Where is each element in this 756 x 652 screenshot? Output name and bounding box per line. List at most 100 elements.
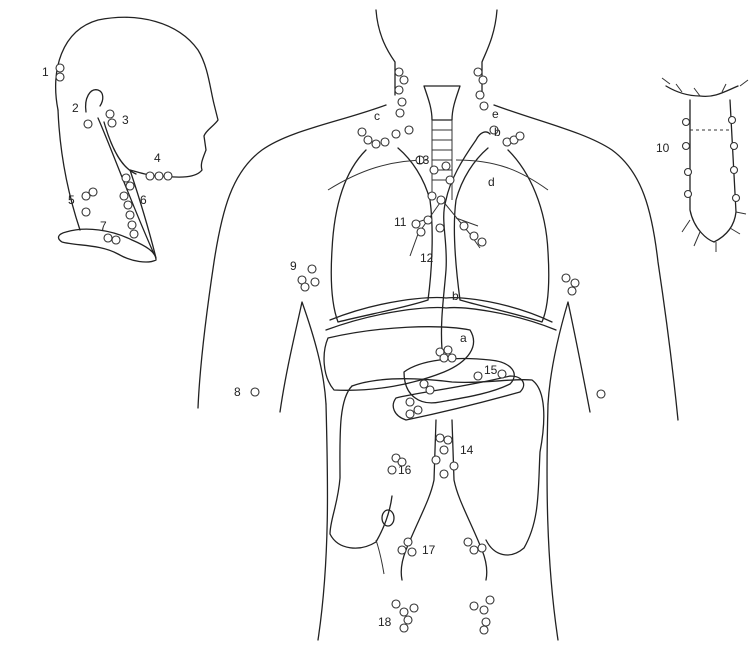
lymph-node-13-2 — [430, 166, 438, 174]
label-18: 18 — [378, 615, 392, 629]
label-e: e — [492, 107, 499, 121]
lymph-node-6-2 — [126, 182, 134, 190]
lymph-node-11-1 — [412, 220, 420, 228]
lymph-node-13-3 — [442, 162, 450, 170]
lymph-node-3-cluster — [106, 110, 116, 127]
lymph-node-18-2 — [400, 608, 408, 616]
body-outline — [198, 10, 678, 640]
pancreatic-1 — [406, 398, 414, 406]
lymph-node-15-4 — [498, 370, 506, 378]
lymph-node-4-2 — [155, 172, 163, 180]
ear-outline — [86, 90, 103, 112]
supraclavicular-left-1 — [358, 128, 366, 136]
lymph-node-18-7 — [480, 606, 488, 614]
abdomen — [324, 327, 544, 580]
label-1: 1 — [42, 65, 49, 79]
label-3: 3 — [122, 113, 129, 127]
lymph-node-13-6 — [437, 196, 445, 204]
lymph-node-15-2 — [426, 386, 434, 394]
shoulder-left — [198, 105, 386, 408]
label-16: 16 — [398, 463, 412, 477]
axillary-right-2 — [571, 279, 579, 287]
neck-left — [376, 10, 395, 95]
lymph-node-18-1 — [392, 600, 400, 608]
pancreatic-2 — [414, 406, 422, 414]
cisterna-chyli-2 — [444, 346, 452, 354]
supraclavicular-left-cluster — [358, 126, 413, 148]
lymph-node-17-3 — [408, 548, 416, 556]
lymph-node-4-1 — [146, 172, 154, 180]
lymph-node-3-1 — [106, 110, 114, 118]
lymph-node-17-6 — [478, 544, 486, 552]
lymph-node-10-6 — [731, 143, 738, 150]
supraclavicular-right-4 — [516, 132, 524, 140]
lymph-node-17-2 — [404, 538, 412, 546]
deep-cervical-left-3 — [395, 86, 403, 94]
deep-cervical-right-2 — [479, 76, 487, 84]
thorax — [326, 86, 556, 350]
lymph-node-5-3 — [82, 208, 90, 216]
label-5: 5 — [68, 193, 75, 207]
labels: 1 2 3 4 5 6 7 8 9 10 11 12 13 14 15 16 1… — [42, 65, 670, 629]
head-neck-inset — [56, 17, 218, 262]
label-c: c — [374, 109, 380, 123]
lymph-node-6-5 — [126, 211, 134, 219]
lymph-node-9-cluster — [298, 265, 319, 291]
lymph-node-9-3 — [311, 278, 319, 286]
lymph-node-18-8 — [486, 596, 494, 604]
colon-transverse — [352, 379, 544, 555]
lymph-node-17-1 — [398, 546, 406, 554]
lymph-node-4-cluster — [146, 172, 172, 180]
label-9: 9 — [290, 259, 297, 273]
lymph-node-2-cluster — [84, 120, 92, 128]
neck-back-outline — [58, 110, 80, 230]
lymph-node-2 — [84, 120, 92, 128]
lymph-node-18-cluster — [392, 596, 494, 634]
duct-inset — [662, 78, 748, 252]
lymph-node-14-1 — [436, 434, 444, 442]
thyroid-cartilage — [424, 86, 460, 120]
lymph-node-14-5 — [450, 462, 458, 470]
deep-cervical-left-4 — [398, 98, 406, 106]
supraclavicular-left-5 — [392, 130, 400, 138]
deep-cervical-right-1 — [474, 68, 482, 76]
shoulder-right — [494, 105, 678, 420]
pancreatic-3 — [406, 410, 414, 418]
lymph-node-7-1 — [104, 234, 112, 242]
lymph-node-12-4 — [478, 238, 486, 246]
supraclavicular-left-4 — [381, 138, 389, 146]
lymph-node-6-1 — [122, 174, 130, 182]
deep-cervical-left-2 — [400, 76, 408, 84]
label-d: d — [488, 175, 495, 189]
lymph-node-12-3 — [470, 232, 478, 240]
label-15: 15 — [484, 363, 498, 377]
label-17: 17 — [422, 543, 436, 557]
deep-cervical-right-3 — [476, 91, 484, 99]
lymph-node-1-1 — [56, 64, 64, 72]
axillary-right-cluster — [562, 274, 579, 295]
cisterna-chyli-4 — [448, 354, 456, 362]
lymph-node-10-1 — [683, 119, 690, 126]
lymph-node-18-4 — [404, 616, 412, 624]
lymph-node-10-8 — [733, 195, 740, 202]
lymph-node-6-7 — [130, 230, 138, 238]
lymph-node-8 — [251, 388, 259, 396]
deep-cervical-left-cluster — [395, 68, 408, 117]
supraclavicular-left-2 — [364, 136, 372, 144]
lymph-node-17-5 — [470, 546, 478, 554]
lymph-node-6-cluster — [120, 174, 138, 238]
lymph-node-6-4 — [124, 201, 132, 209]
lymph-node-4-3 — [164, 172, 172, 180]
lymph-node-15-3 — [474, 372, 482, 380]
deep-cervical-right-cluster — [474, 68, 488, 110]
lymph-node-14-3 — [440, 446, 448, 454]
deep-cervical-left-1 — [395, 68, 403, 76]
label-12: 12 — [420, 251, 434, 265]
lymph-node-18-9 — [482, 618, 490, 626]
label-b-upper: b — [494, 125, 501, 139]
cisterna-chyli-3 — [440, 354, 448, 362]
jaw-line — [104, 122, 136, 174]
lymph-node-17-cluster — [398, 538, 486, 556]
label-10: 10 — [656, 141, 670, 155]
